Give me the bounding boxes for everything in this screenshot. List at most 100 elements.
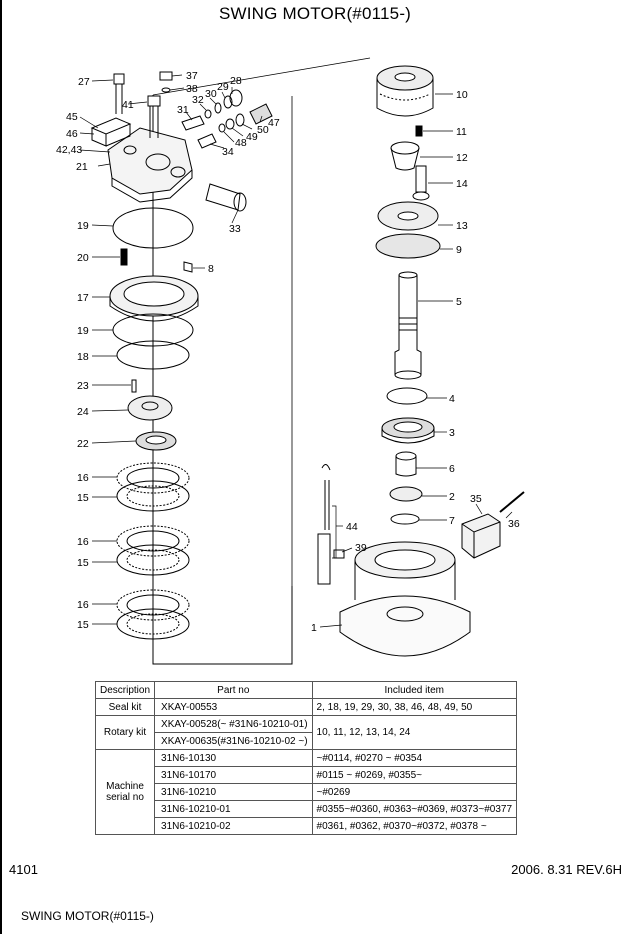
callout-37: 37 <box>186 70 198 82</box>
callout-3: 3 <box>449 427 455 439</box>
cylinder-block-part-10 <box>376 65 434 117</box>
exploded-parts-diagram: 27 37 38 28 29 30 32 31 41 45 46 42,43 2… <box>56 57 525 665</box>
callout-6: 6 <box>449 463 455 475</box>
set-plate-part-13 <box>377 201 439 231</box>
callout-20: 20 <box>77 252 89 264</box>
snap-ring-part-7 <box>390 513 420 525</box>
table-row: 31N6-10210 ~#0269 <box>96 783 518 801</box>
callout-28: 28 <box>230 75 242 87</box>
page-number: 4101 <box>9 862 38 877</box>
callout-1: 1 <box>311 622 317 634</box>
callout-19a: 19 <box>77 220 89 232</box>
callout-5: 5 <box>456 296 462 308</box>
drive-shaft-part-5 <box>394 271 422 380</box>
machine-serial: #0355~#0360, #0363~#0369, #0373~#0377 <box>311 800 518 818</box>
block-part-35 <box>461 513 501 559</box>
machine-desc-line2: serial no <box>106 792 144 803</box>
callout-47: 47 <box>268 117 280 129</box>
callout-38: 38 <box>186 83 198 95</box>
callout-32: 32 <box>192 94 204 106</box>
o-ring-part-18 <box>116 340 190 370</box>
rotary-kit-items: 10, 11, 12, 13, 14, 24 <box>311 715 518 750</box>
machine-serial: #0361, #0362, #0370~#0372, #0378 ~ <box>311 817 518 835</box>
plug-part-37 <box>159 71 173 93</box>
callout-35: 35 <box>470 493 482 505</box>
callout-30: 30 <box>205 88 217 100</box>
table-row: Rotary kit XKAY-00528(~ #31N6-10210-01) … <box>94 715 518 750</box>
o-ring-part-19 <box>112 207 194 249</box>
header-part-no: Part no <box>154 681 313 699</box>
pin-part-23 <box>131 379 137 393</box>
callout-4: 4 <box>449 393 455 405</box>
valve-part-33 <box>205 183 247 212</box>
table-header-row: Description Part no Included item <box>94 681 518 699</box>
callout-10: 10 <box>456 89 468 101</box>
rotary-kit-part-1: XKAY-00528(~ #31N6-10210-01) <box>154 715 313 733</box>
machine-serial: ~#0269 <box>311 783 518 801</box>
relief-valve-parts <box>181 89 273 149</box>
table-row: Seal kit XKAY-00553 2, 18, 19, 29, 30, 3… <box>94 698 518 716</box>
callout-7: 7 <box>449 515 455 527</box>
callout-13: 13 <box>456 220 468 232</box>
callout-14: 14 <box>456 178 468 190</box>
callout-16b: 16 <box>77 536 89 548</box>
callout-2: 2 <box>449 491 455 503</box>
table-row: 31N6-10170 #0115 ~ #0269, #0355~ <box>96 766 518 784</box>
seal-kit-part: XKAY-00553 <box>154 698 313 716</box>
left-border <box>0 0 2 934</box>
callout-39: 39 <box>355 542 367 554</box>
footer-title: SWING MOTOR(#0115-) <box>21 909 154 923</box>
callout-21: 21 <box>76 161 88 173</box>
callout-23: 23 <box>77 380 89 392</box>
bearing-part-22 <box>135 431 177 451</box>
callout-18: 18 <box>77 351 89 363</box>
seal-kit-items: 2, 18, 19, 29, 30, 38, 46, 48, 49, 50 <box>311 698 518 716</box>
page-title: SWING MOTOR(#0115-) <box>218 4 412 23</box>
table-row: 31N6-10210-02 #0361, #0362, #0370~#0372,… <box>96 817 518 835</box>
callout-12: 12 <box>456 152 468 164</box>
machine-serial-desc: Machine serial no <box>94 749 156 835</box>
friction-plate-set-2 <box>116 525 190 576</box>
friction-plate-set-1 <box>116 462 190 512</box>
callout-27: 27 <box>78 76 90 88</box>
parts-kit-table: Description Part no Included item Seal k… <box>94 681 518 835</box>
rotary-kit-part-2: XKAY-00635(#31N6-10210-02 ~) <box>154 732 313 750</box>
collar-part-6 <box>395 451 417 477</box>
callout-16c: 16 <box>77 599 89 611</box>
level-gauge-part-44 <box>317 464 331 585</box>
shoe-plate-part-9 <box>375 233 441 259</box>
callout-50: 50 <box>257 124 269 136</box>
seal-kit-desc: Seal kit <box>94 698 156 716</box>
callout-33: 33 <box>229 223 241 235</box>
oil-seal-part-2 <box>389 486 423 502</box>
callout-44: 44 <box>346 521 358 533</box>
callout-49: 49 <box>246 131 258 143</box>
piston-part-14 <box>412 165 430 201</box>
callout-15b: 15 <box>77 557 89 569</box>
machine-serial: ~#0114, #0270 ~ #0354 <box>311 749 518 767</box>
ring-part-17 <box>109 275 199 322</box>
callout-9: 9 <box>456 244 462 256</box>
callout-16a: 16 <box>77 472 89 484</box>
callout-41: 41 <box>122 99 134 111</box>
machine-part: 31N6-10170 <box>154 766 313 784</box>
table-row: 31N6-10210-01 #0355~#0360, #0363~#0369, … <box>96 800 518 818</box>
header-included-item: Included item <box>311 681 518 699</box>
bolt-part-27 <box>113 73 125 114</box>
callout-24: 24 <box>77 406 89 418</box>
callout-29: 29 <box>217 81 229 93</box>
plug-part-39 <box>333 549 345 559</box>
callout-46: 46 <box>66 128 78 140</box>
bearing-part-3 <box>381 417 435 444</box>
callout-8: 8 <box>208 263 214 275</box>
callout-34: 34 <box>222 146 234 158</box>
table-row: Machine serial no 31N6-10130 ~#0114, #02… <box>94 749 518 835</box>
callout-15a: 15 <box>77 492 89 504</box>
machine-part: 31N6-10210-02 <box>154 817 313 835</box>
bolt-part-36 <box>499 491 525 513</box>
pin-part-8 <box>183 261 193 273</box>
machine-serial: #0115 ~ #0269, #0355~ <box>311 766 518 784</box>
header-description: Description <box>94 681 156 699</box>
callout-36: 36 <box>508 518 520 530</box>
rotary-kit-desc: Rotary kit <box>94 715 156 750</box>
